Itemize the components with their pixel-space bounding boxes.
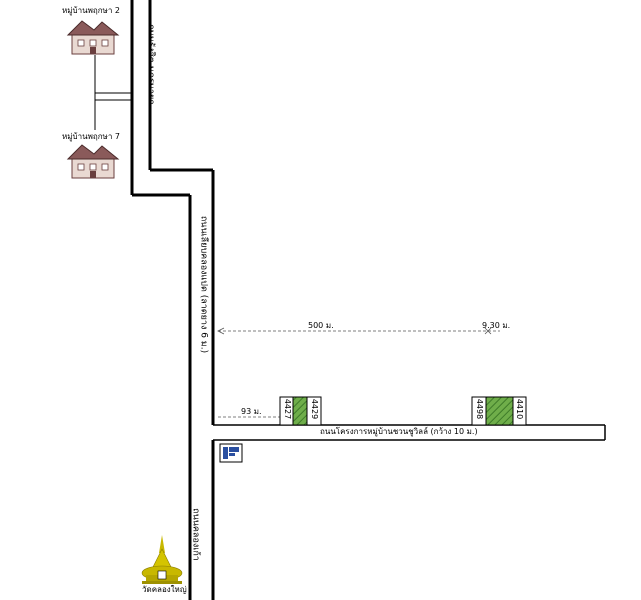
middle-road [188,170,215,600]
distance-500-line [217,327,500,335]
distance-500-label: 500 ม. [308,321,334,330]
plot-group-left [279,396,322,426]
village-2-label: หมู่บ้านพฤกษา 2 [62,6,120,15]
project-sign-icon [219,443,243,463]
middle-road-label: ถนนเลียบคลองแปด (ลาดยาง 6 ม.) [198,215,209,354]
temple-label: วัดคลองใหญ่ [142,585,187,594]
plot-number: 4427 [283,398,292,420]
temple-icon [141,535,183,584]
top-road [130,0,213,197]
top-road-label: ถนนรังสิต-นครนายก [145,24,156,105]
village-7-label: หมู่บ้านพฤกษา 7 [62,132,120,141]
bottom-road-label: ถนนคลองเก้า [190,508,201,561]
plot-number: 4498 [475,398,484,420]
access-road-label: ถนนโครงการหมู่บ้านชวนชูวิลล์ (กว้าง 10 ม… [320,427,478,436]
distance-93-label: 93 ม. [241,407,262,416]
plot-number: 4410 [515,398,524,420]
house-icon [66,20,120,55]
village-lane [94,55,132,130]
plot-number: 4429 [310,398,319,420]
plot-group-right [471,396,527,426]
access-road [213,424,606,441]
distance-930-label: 9.30 ม. [482,321,511,330]
house-icon [66,144,120,179]
